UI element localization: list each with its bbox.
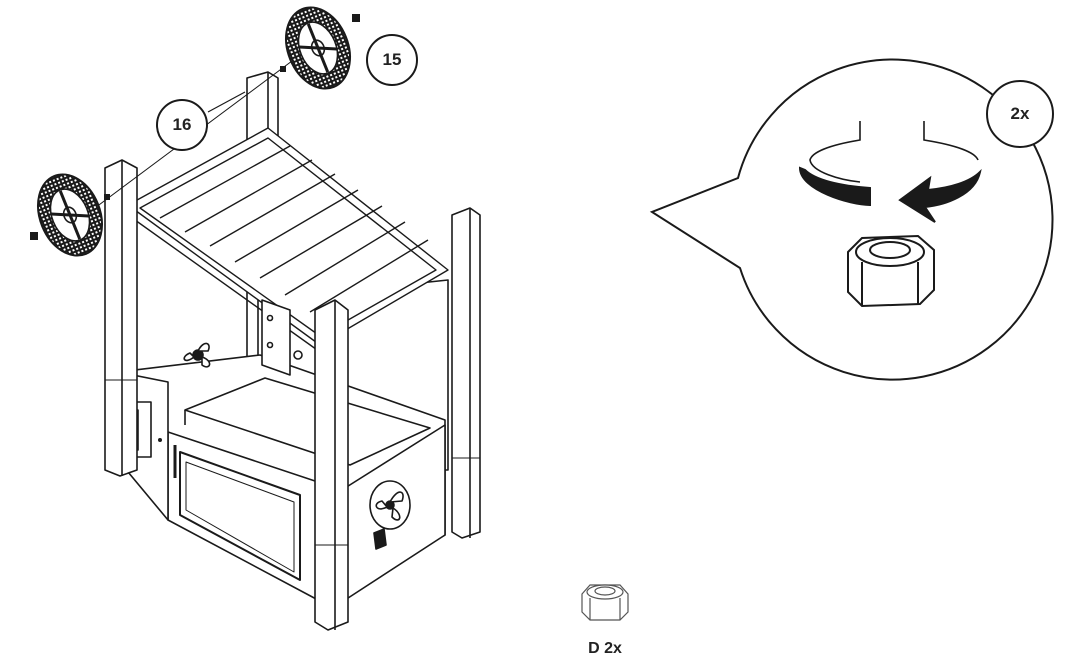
callout-16 [156, 91, 246, 151]
wheel-front [37, 173, 103, 257]
back-right-leg [451, 207, 481, 539]
callout-16-label: 16 [172, 115, 192, 134]
tighten-arrow-icon [798, 121, 982, 223]
door-window [179, 451, 301, 581]
grill-cart-frame [51, 54, 481, 631]
quantity-badge-label: 2x [1010, 104, 1030, 123]
side-fan-icon [369, 480, 411, 550]
axle-bolt-icon [30, 14, 360, 240]
callout-15 [366, 34, 418, 86]
mounting-bracket [261, 299, 303, 376]
hardware-nut-icon [581, 584, 629, 621]
detail-bubble [649, 58, 1054, 381]
hardware-label: D 2x [588, 640, 622, 657]
locknut-icon [847, 234, 935, 308]
wheel-rear [285, 6, 351, 90]
quantity-badge [986, 80, 1054, 148]
callout-15-label: 15 [382, 50, 402, 69]
wire-shelf [127, 127, 449, 353]
front-right-leg [314, 299, 349, 631]
vent-fan-icon [183, 342, 211, 368]
front-left-leg [104, 159, 138, 477]
